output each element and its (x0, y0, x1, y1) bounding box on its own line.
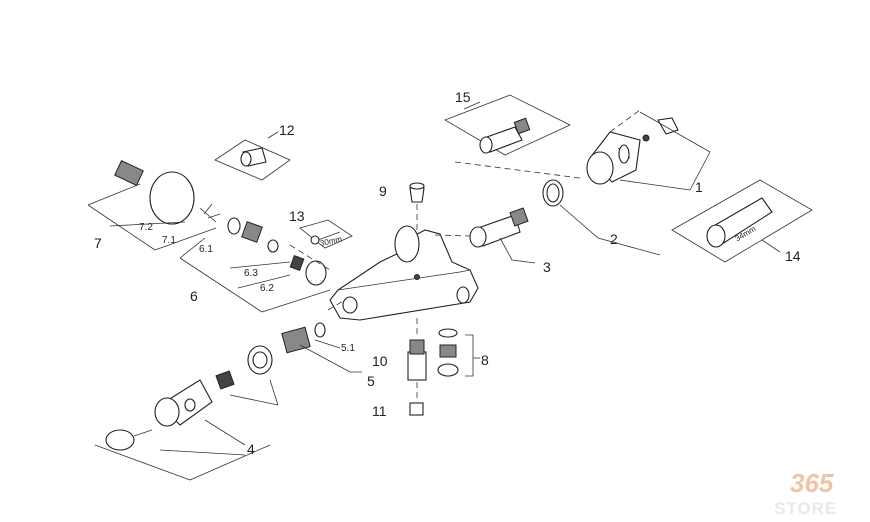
label-15: 15 (455, 89, 471, 105)
label-3: 3 (543, 259, 551, 275)
label-2: 2 (610, 231, 618, 247)
label-8: 8 (481, 352, 489, 368)
label-6: 6 (190, 288, 198, 304)
part-9-cap (409, 182, 425, 232)
label-1: 1 (695, 179, 703, 195)
watermark-store: STORE (774, 499, 837, 518)
label-9: 9 (379, 183, 387, 199)
part-13-wrench-box: 30mm (299, 219, 353, 249)
label-4: 4 (247, 441, 255, 457)
part-3-cartridge (434, 207, 536, 264)
label-7: 7 (94, 235, 102, 251)
label-6-1: 6.1 (199, 244, 213, 255)
label-7-1: 7.1 (162, 235, 176, 246)
label-12: 12 (279, 122, 295, 138)
part-1-handle (454, 109, 711, 191)
part-2-ring (542, 179, 661, 256)
part-14-sleeve-box (671, 179, 813, 263)
store-watermark-logo: 365 STORE (774, 468, 837, 518)
watermark-number: 365 (790, 468, 834, 498)
part-11-nut (409, 382, 424, 416)
label-13: 13 (289, 208, 305, 224)
label-11: 11 (372, 403, 387, 419)
part-4-group (94, 345, 279, 481)
label-14: 14 (785, 248, 801, 264)
part-8-aerator (437, 328, 480, 377)
part-15-cartridge-box (444, 94, 571, 156)
mixer-body (329, 225, 479, 321)
part-10-diverter (407, 318, 427, 381)
label-6-3: 6.3 (244, 268, 258, 279)
wrench-size-label: 30mm (319, 234, 343, 247)
part-5-group (281, 299, 362, 373)
label-5: 5 (367, 373, 375, 389)
part-7-knob (87, 160, 221, 251)
label-10: 10 (372, 353, 388, 369)
label-7-2: 7.2 (139, 222, 153, 233)
part-6-group (179, 217, 331, 313)
label-6-2: 6.2 (260, 283, 274, 294)
label-5-1: 5.1 (341, 343, 355, 354)
part-12-box (214, 131, 291, 181)
